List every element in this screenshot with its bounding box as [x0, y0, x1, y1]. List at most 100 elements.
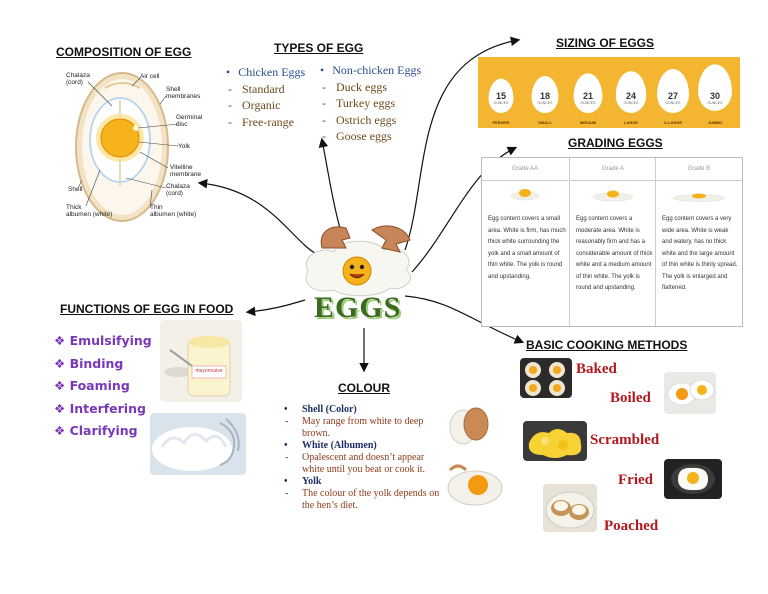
- jar-label: mayonnaise: [195, 368, 223, 374]
- size-unit: OUNCES: [580, 101, 596, 105]
- size-number: 24: [625, 91, 636, 101]
- size-label: X-LARGE: [664, 120, 682, 125]
- types-non-chicken-title: Non-chicken Eggs: [320, 62, 421, 79]
- grading-table: Grade AA Egg content covers a small area…: [481, 157, 743, 327]
- cooking-method-scrambled: Scrambled: [590, 432, 660, 448]
- size-item: 21 OUNCES MEDIUM: [567, 65, 609, 125]
- fried-egg-icon: [672, 193, 726, 202]
- size-unit: OUNCES: [537, 101, 553, 105]
- grade-name: Grade B: [656, 158, 742, 181]
- types-chicken-item: Free-range: [226, 114, 305, 131]
- scrambled-eggs-photo: [523, 421, 587, 461]
- size-number: 27: [667, 91, 678, 101]
- label-air-cell: Air cell: [140, 73, 160, 80]
- colour-heading: COLOUR: [338, 381, 390, 395]
- function-item: Foaming: [54, 375, 152, 398]
- grade-name: Grade A: [570, 158, 656, 181]
- egg-size-icon: [488, 78, 514, 113]
- types-heading: TYPES OF EGG: [274, 41, 364, 55]
- label-chalaza-bottom: Chalaza (cord): [166, 183, 190, 197]
- label-shell-membranes: Shell membranes: [166, 86, 201, 100]
- colour-item-desc: The colour of the yolk depends on the he…: [282, 488, 447, 512]
- label-thin-albumen: Thin albumen (white): [150, 204, 197, 218]
- functions-heading: FUNCTIONS OF EGG IN FOOD: [60, 302, 234, 316]
- cooking-method-poached: Poached: [604, 518, 659, 534]
- label-shell: Shell: [68, 186, 83, 193]
- fried-egg-icon: [592, 190, 634, 202]
- grade-column: Grade B Egg content covers a very wide a…: [655, 158, 742, 326]
- size-number: 21: [582, 91, 593, 101]
- sizing-panel: 15 OUNCES PEEWEE 18 OUNCES SMALL 21 OUNC…: [478, 57, 740, 128]
- label-thick-albumen: Thick albumen (white): [66, 204, 113, 218]
- function-item: Binding: [54, 353, 152, 376]
- cooking-method-baked: Baked: [576, 361, 617, 377]
- arrow-to-sizing: [404, 36, 521, 251]
- grade-description: Egg content covers a moderate area. Whit…: [576, 216, 653, 291]
- grade-description: Egg content covers a very wide area. Whi…: [662, 216, 738, 291]
- colour-list: Shell (Color) May range from white to de…: [282, 404, 447, 512]
- types-non-chicken-item: Turkey eggs: [320, 95, 421, 112]
- arrow-to-functions: [245, 299, 306, 317]
- grading-heading: GRADING EGGS: [568, 136, 663, 150]
- functions-list: Emulsifying Binding Foaming Interfering …: [54, 330, 152, 443]
- types-non-chicken-item: Goose eggs: [320, 128, 421, 145]
- cooking-method-boiled: Boiled: [610, 390, 651, 406]
- types-chicken-item: Organic: [226, 97, 305, 114]
- size-label: LARGE: [624, 120, 638, 125]
- size-unit: OUNCES: [623, 101, 639, 105]
- mayonnaise-photo: mayonnaise: [160, 320, 242, 402]
- egg-size-icon: [698, 64, 732, 111]
- types-non-chicken-item: Ostrich eggs: [320, 112, 421, 129]
- cooking-heading: BASIC COOKING METHODS: [526, 338, 688, 352]
- arrow-to-types: [318, 137, 343, 237]
- size-label: MEDIUM: [579, 120, 597, 125]
- foaming-egg-whites-photo: [150, 413, 246, 475]
- colour-item-title: White (Albumen): [282, 440, 447, 452]
- size-label: PEEWEE: [492, 120, 510, 125]
- types-chicken-title: Chicken Eggs: [226, 64, 305, 81]
- grade-name: Grade AA: [482, 158, 568, 181]
- grade-column: Grade AA Egg content covers a small area…: [482, 158, 568, 326]
- baked-eggs-photo: [520, 358, 572, 398]
- colour-item-title: Shell (Color): [282, 404, 447, 416]
- size-item: 27 OUNCES X-LARGE: [652, 65, 694, 125]
- label-vitelline-membrane: Vitelline membrane: [170, 164, 202, 178]
- center-title: EGGS: [314, 291, 402, 324]
- function-item: Emulsifying: [54, 330, 152, 353]
- fried-egg-icon: [510, 189, 540, 201]
- egg-size-icon: [657, 69, 689, 113]
- types-non-chicken-column: Non-chicken Eggs Duck eggs Turkey eggs O…: [320, 62, 421, 145]
- egg-size-icon: [615, 71, 647, 113]
- size-label: JUMBO: [707, 120, 723, 125]
- types-chicken-column: Chicken Eggs Standard Organic Free-range: [226, 64, 305, 130]
- colour-item-desc: May range from white to deep brown.: [282, 416, 447, 440]
- size-unit: OUNCES: [493, 101, 509, 105]
- label-yolk: Yolk: [178, 143, 191, 150]
- size-item: 18 OUNCES SMALL: [524, 65, 566, 125]
- egg-size-icon: [531, 76, 559, 113]
- size-unit: OUNCES: [665, 101, 681, 105]
- size-label: SMALL: [538, 120, 552, 125]
- types-non-chicken-item: Duck eggs: [320, 79, 421, 96]
- sizing-heading: SIZING OF EGGS: [556, 36, 655, 50]
- size-number: 30: [709, 91, 720, 101]
- arrow-to-cooking: [404, 295, 525, 344]
- cooking-method-fried: Fried: [618, 472, 653, 488]
- types-chicken-item: Standard: [226, 81, 305, 98]
- label-chalaza-top: Chalaza (cord): [66, 72, 90, 86]
- size-item: 24 OUNCES LARGE: [610, 65, 652, 125]
- label-germinal-disc: Germinal disc: [176, 114, 203, 128]
- function-item: Interfering: [54, 398, 152, 421]
- egg-size-icon: [573, 73, 603, 113]
- function-item: Clarifying: [54, 420, 152, 443]
- grade-column: Grade A Egg content covers a moderate ar…: [569, 158, 656, 326]
- grade-description: Egg content covers a small area. White i…: [488, 216, 566, 280]
- size-unit: OUNCES: [707, 101, 723, 105]
- arrow-to-composition: [197, 178, 319, 256]
- poached-eggs-photo: [543, 484, 597, 532]
- boiled-eggs-photo: [664, 372, 716, 414]
- size-item: 15 OUNCES PEEWEE: [480, 65, 522, 125]
- fried-egg-photo: [664, 459, 722, 499]
- size-number: 18: [539, 91, 550, 101]
- size-item: 30 OUNCES JUMBO: [694, 64, 736, 125]
